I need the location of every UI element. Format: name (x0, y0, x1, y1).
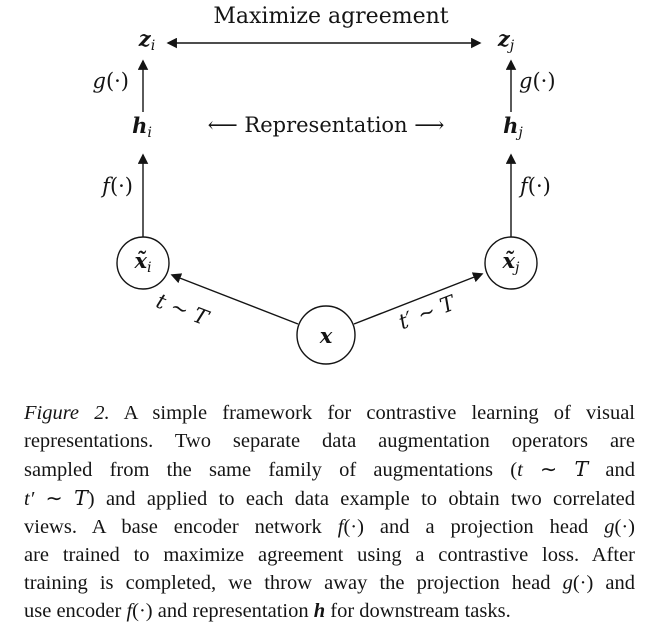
text-segment: training is completed, we throw away the… (24, 572, 563, 594)
text-segment: are trained to maximize agreement using … (24, 544, 635, 566)
h-i-label: hi (132, 114, 152, 142)
t-augmentation-arrow (170, 273, 299, 325)
caption-line-7: training is completed, we throw away the… (24, 569, 635, 597)
text-segment: Figure 2. (24, 402, 110, 424)
text-segment: x̃ (502, 248, 516, 274)
text-segment: representations. Two separate data augme… (24, 430, 635, 452)
text-segment: (·) (614, 516, 635, 538)
caption-line-4: t′ ∼ T) and applied to each data example… (24, 484, 635, 513)
text-segment: i (150, 37, 156, 54)
caption-line-1: Figure 2. A simple framework for contras… (24, 399, 635, 427)
caption-line-6: are trained to maximize agreement using … (24, 541, 635, 569)
g-function-label-right: g(·) (519, 69, 556, 93)
z-j-label: zj (498, 27, 514, 55)
text-segment: for downstream tasks. (325, 600, 511, 622)
caption-line-3: sampled from the same family of augmenta… (24, 455, 635, 484)
text-segment: use encoder (24, 600, 127, 622)
text-segment: x̃ (134, 248, 147, 274)
text-segment: views. A base encoder network (24, 516, 338, 538)
text-segment: (·) (105, 69, 129, 93)
text-segment: g (92, 69, 106, 93)
text-segment: A simple framework for contrastive learn… (109, 402, 635, 424)
text-segment: z (497, 26, 510, 51)
text-segment: (·) (109, 174, 133, 198)
x-node-label: x (320, 324, 333, 348)
x-node-circle (296, 305, 356, 365)
text-segment: g (562, 572, 573, 594)
g-function-label-left: g(·) (92, 69, 129, 93)
text-segment: g (604, 516, 615, 538)
text-segment: (·) (527, 174, 551, 198)
representation-label: ⟵ Representation ⟶ (207, 113, 445, 137)
text-segment: and (588, 459, 635, 481)
text-segment: f (102, 174, 110, 198)
x-tilde-j-node-circle (484, 236, 538, 290)
caption-line-8: use encoder f(·) and representation h fo… (24, 597, 635, 625)
h-j-label: hj (503, 114, 523, 142)
f-function-label-right: f(·) (520, 174, 551, 198)
text-segment: h (313, 600, 326, 622)
text-segment: ∼ (34, 488, 75, 510)
text-segment: i (146, 260, 152, 277)
text-segment: and a projection head (363, 516, 605, 538)
maximize-agreement-label: Maximize agreement (213, 4, 449, 29)
x-tilde-j-node-label: x̃j (503, 249, 520, 277)
text-segment: t (517, 459, 523, 481)
caption-line-5: views. A base encoder network f(·) and a… (24, 513, 635, 541)
f-function-label-left: f(·) (102, 174, 133, 198)
figure-caption: Figure 2. A simple framework for contras… (24, 399, 635, 625)
caption-line-2: representations. Two separate data augme… (24, 427, 635, 455)
text-segment: (·) (532, 69, 556, 93)
text-segment: i (147, 124, 152, 141)
z-i-label: zi (139, 27, 156, 55)
text-segment: j (509, 37, 515, 54)
text-segment: f (126, 600, 133, 622)
text-segment: (·) (343, 516, 364, 538)
text-segment: t′ (24, 488, 35, 510)
text-segment: x (319, 322, 333, 348)
text-segment: and representation (152, 600, 314, 622)
text-segment: and (593, 572, 635, 594)
text-segment: ) and applied to each data example to ob… (87, 488, 635, 510)
text-segment: (·) (132, 600, 153, 622)
text-segment: T (74, 486, 88, 510)
text-segment: T (574, 457, 589, 481)
t-prime-augmentation-arrow (353, 272, 484, 325)
text-segment: f (520, 174, 528, 198)
text-segment: sampled from the same family of augmenta… (24, 459, 518, 481)
text-segment: h (503, 113, 519, 138)
text-segment: ∼ (522, 459, 575, 481)
text-segment: z (138, 26, 151, 51)
text-segment: (·) (572, 572, 594, 594)
simclr-framework-diagram: Maximize agreement zi zj g(·) g(·) hi hj… (92, 4, 556, 365)
text-segment: h (132, 113, 148, 138)
text-segment: j (515, 260, 520, 277)
x-tilde-i-node-circle (116, 236, 170, 290)
text-segment: g (519, 69, 533, 93)
diagram-canvas (116, 37, 538, 365)
text-segment: f (337, 516, 344, 538)
text-segment: j (518, 124, 523, 141)
x-tilde-i-node-label: x̃i (134, 249, 151, 277)
